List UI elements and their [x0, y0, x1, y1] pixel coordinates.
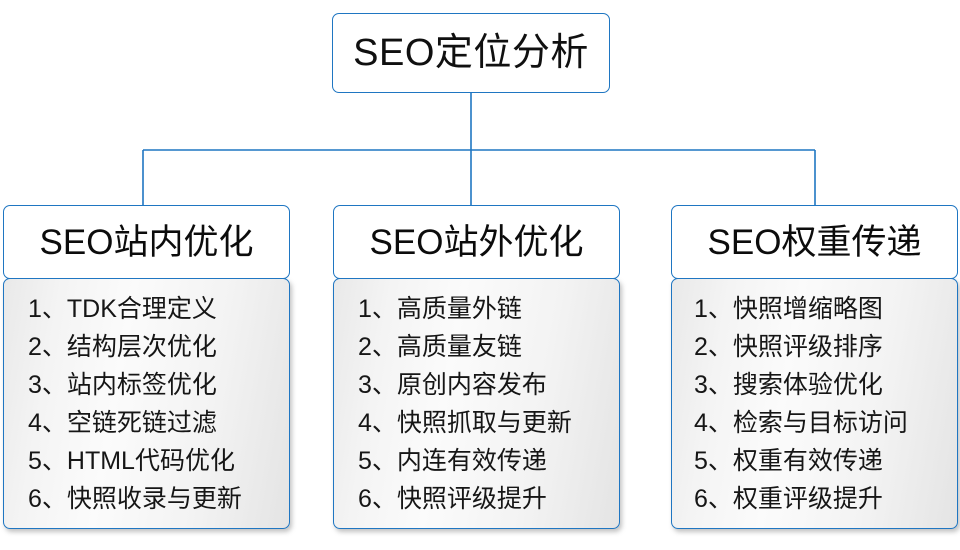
list-item: 3、原创内容发布	[358, 371, 547, 399]
list-item: 6、快照评级提升	[358, 485, 547, 513]
root-node[interactable]: SEO定位分析	[332, 13, 610, 93]
list-item: 2、结构层次优化	[28, 333, 217, 361]
branch-column-3: SEO权重传递 1、快照增缩略图 2、快照评级排序 3、搜索体验优化 4、检索与…	[671, 205, 958, 529]
branch-list-1: 1、TDK合理定义 2、结构层次优化 3、站内标签优化 4、空链死链过滤 5、H…	[3, 278, 290, 529]
root-node-title: SEO定位分析	[353, 32, 589, 74]
list-item: 6、权重评级提升	[694, 485, 883, 513]
branch-column-2: SEO站外优化 1、高质量外链 2、高质量友链 3、原创内容发布 4、快照抓取与…	[333, 205, 620, 529]
branch-header-2[interactable]: SEO站外优化	[333, 205, 620, 279]
list-item: 3、站内标签优化	[28, 371, 217, 399]
branch-list-2: 1、高质量外链 2、高质量友链 3、原创内容发布 4、快照抓取与更新 5、内连有…	[333, 278, 620, 529]
branch-header-title-1: SEO站内优化	[39, 222, 254, 262]
branch-header-title-3: SEO权重传递	[707, 222, 922, 262]
list-item: 5、内连有效传递	[358, 447, 547, 475]
list-item: 6、快照收录与更新	[28, 485, 242, 513]
list-item: 2、高质量友链	[358, 333, 522, 361]
branch-list-3: 1、快照增缩略图 2、快照评级排序 3、搜索体验优化 4、检索与目标访问 5、权…	[671, 278, 958, 529]
list-item: 5、权重有效传递	[694, 447, 883, 475]
list-item: 1、TDK合理定义	[28, 295, 217, 323]
list-item: 1、高质量外链	[358, 295, 522, 323]
list-item: 5、HTML代码优化	[28, 447, 235, 475]
list-item: 2、快照评级排序	[694, 333, 883, 361]
list-item: 4、快照抓取与更新	[358, 409, 572, 437]
list-item: 1、快照增缩略图	[694, 295, 883, 323]
branch-header-title-2: SEO站外优化	[369, 222, 584, 262]
list-item: 3、搜索体验优化	[694, 371, 883, 399]
list-item: 4、空链死链过滤	[28, 409, 217, 437]
branch-column-1: SEO站内优化 1、TDK合理定义 2、结构层次优化 3、站内标签优化 4、空链…	[3, 205, 290, 529]
branch-header-1[interactable]: SEO站内优化	[3, 205, 290, 279]
branch-header-3[interactable]: SEO权重传递	[671, 205, 958, 279]
list-item: 4、检索与目标访问	[694, 409, 908, 437]
